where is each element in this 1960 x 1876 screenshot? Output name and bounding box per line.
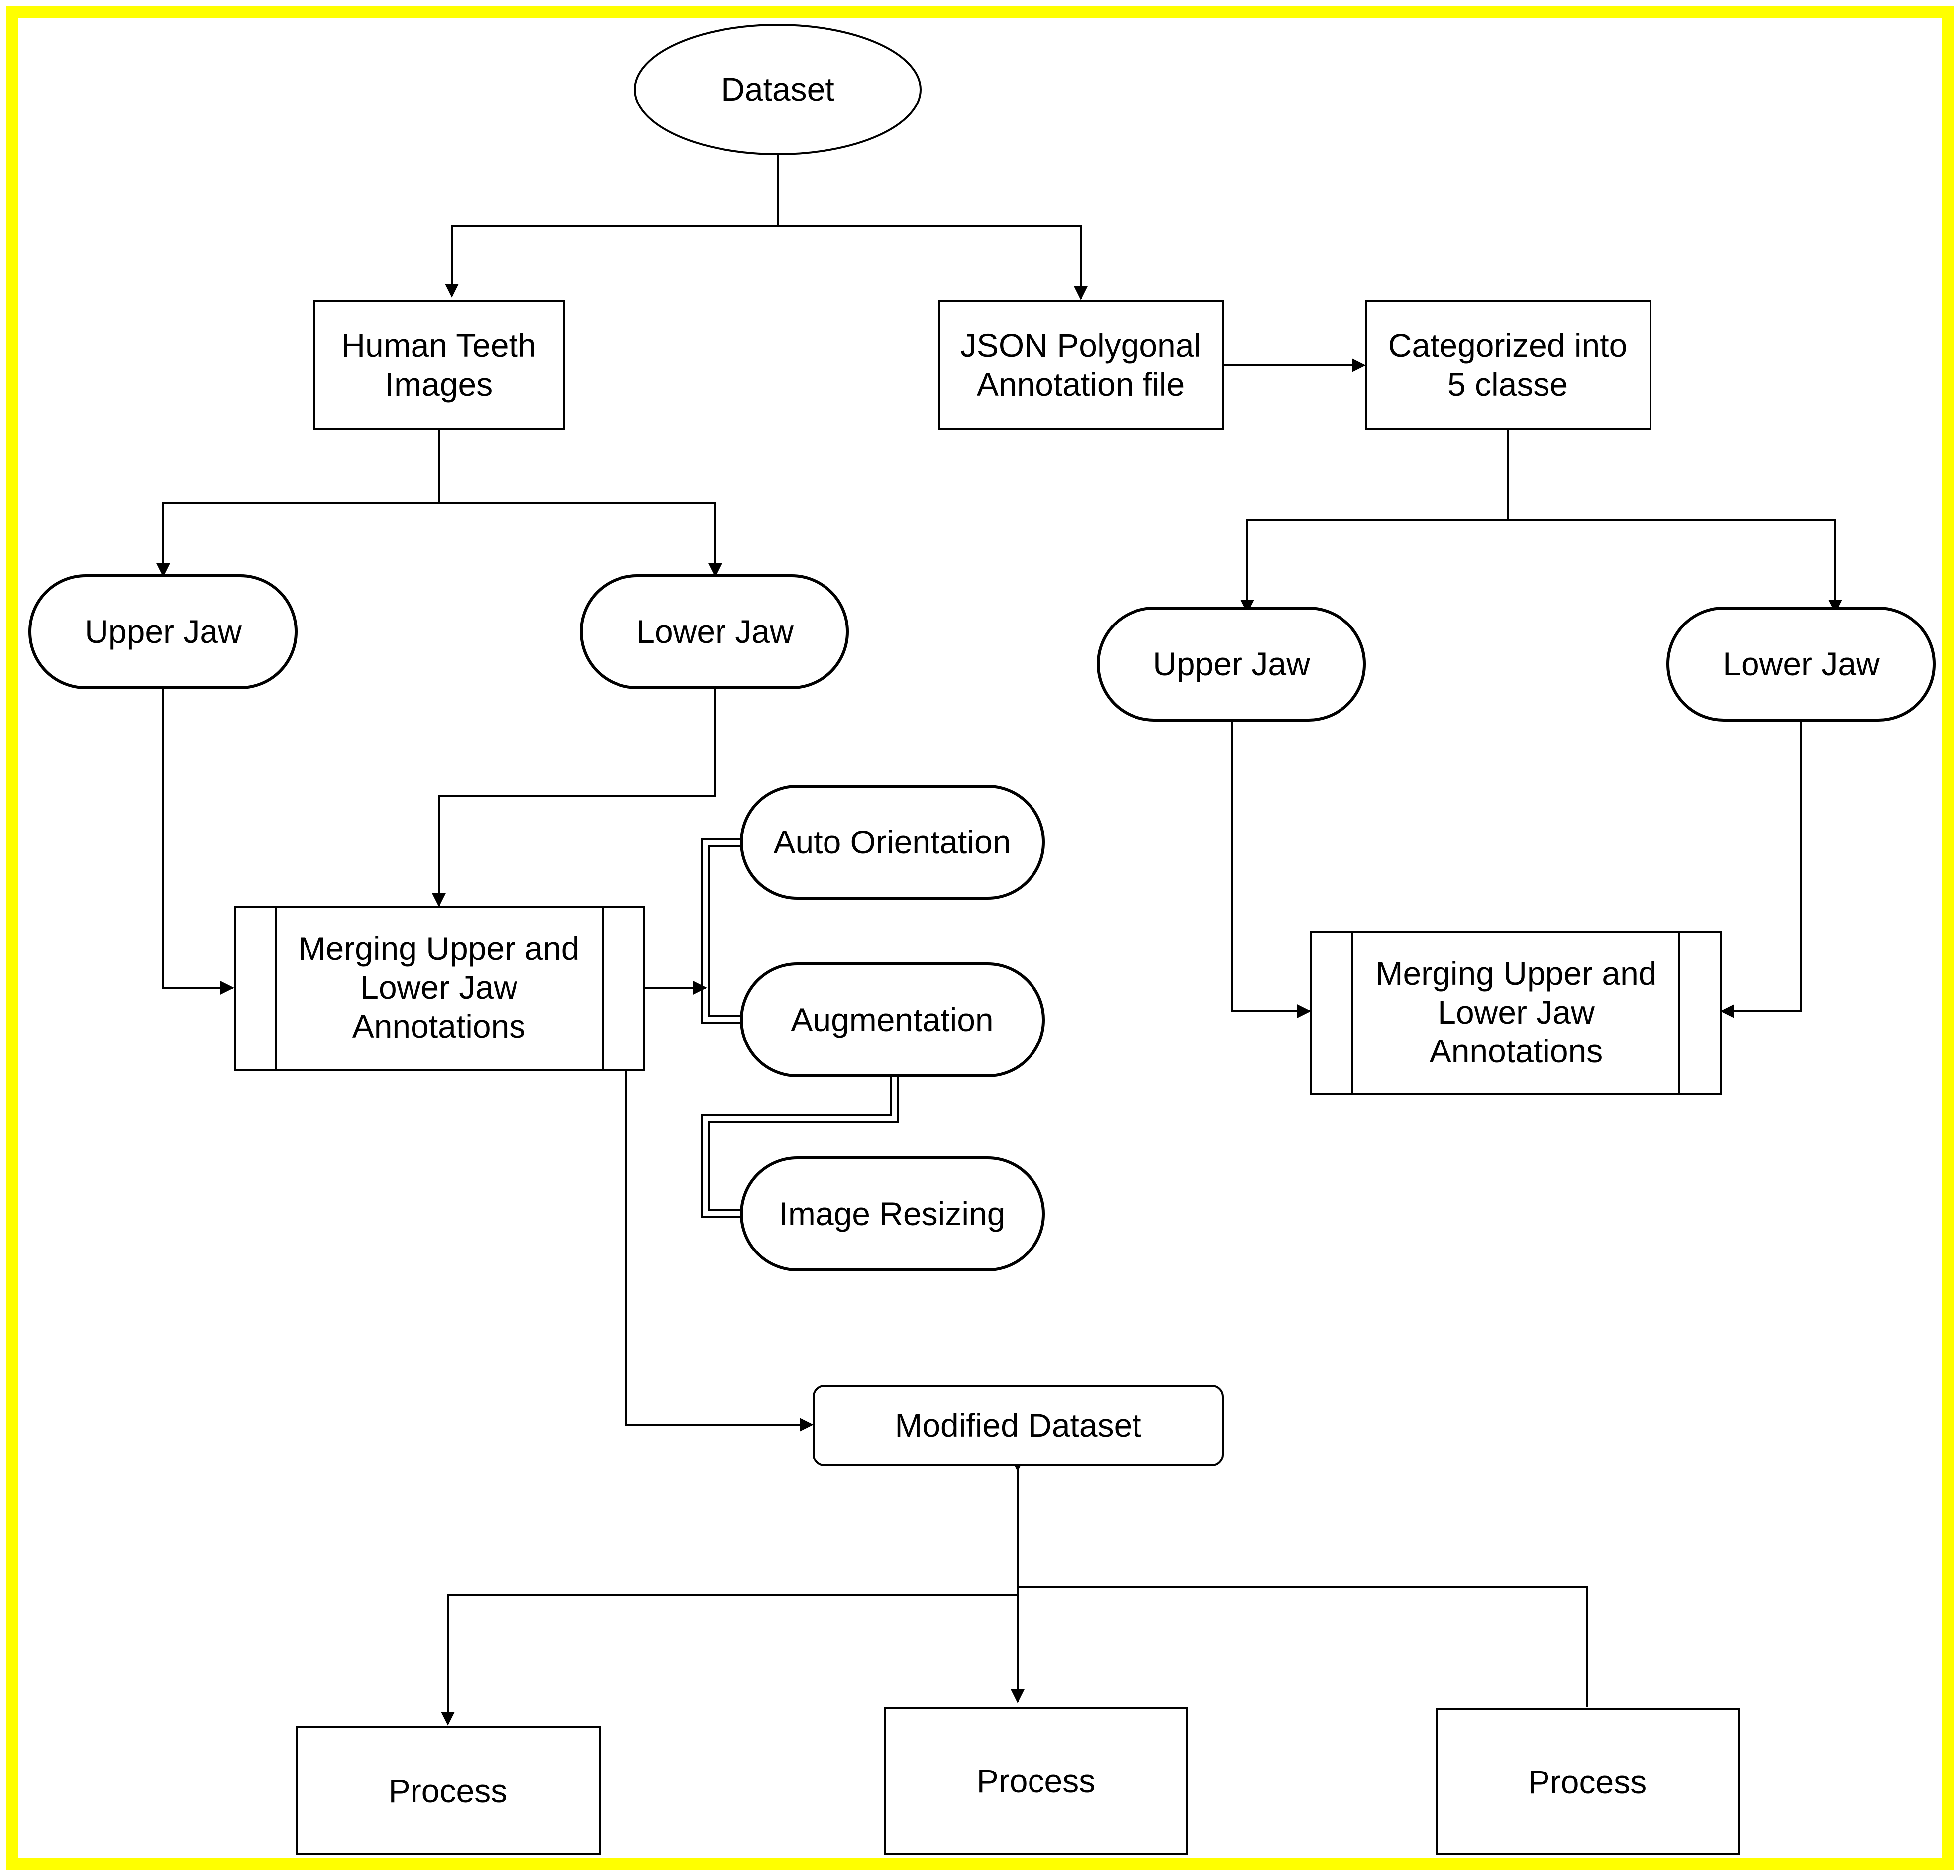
dataset-ellipse xyxy=(634,24,922,155)
human-teeth-line: Human Teeth xyxy=(341,327,536,364)
connector-from-process-3 xyxy=(1018,1586,1588,1707)
process-1-line: Process xyxy=(389,1772,507,1809)
augmentation-pill xyxy=(740,962,1045,1077)
merge-left-box xyxy=(234,906,645,1071)
image-resizing-pill xyxy=(740,1156,1045,1271)
dataset-label: Dataset xyxy=(721,71,834,107)
json-annotation-line: Annotation file xyxy=(977,366,1185,403)
merge-right-line: Lower Jaw xyxy=(1438,994,1595,1031)
auto-orientation-pill xyxy=(740,785,1045,900)
process-3-label: Process xyxy=(1528,1764,1647,1800)
connector-to-upper-jaw-left xyxy=(156,502,439,577)
connector-to-lower-jaw-left xyxy=(439,502,722,577)
upper-jaw-right-line: Upper Jaw xyxy=(1153,645,1310,682)
auto-orientation-label: Auto Orientation xyxy=(774,824,1011,860)
modified-dataset-line: Modified Dataset xyxy=(895,1407,1141,1444)
dataset-line: Dataset xyxy=(721,71,834,107)
connector-to-process-1 xyxy=(441,1594,1018,1726)
modified-dataset-label: Modified Dataset xyxy=(895,1407,1141,1444)
connector-upper-right-to-merge xyxy=(1231,720,1311,1018)
upper-jaw-left-label: Upper Jaw xyxy=(85,613,242,650)
lower-jaw-left-label: Lower Jaw xyxy=(636,613,794,650)
lower-jaw-right-label: Lower Jaw xyxy=(1723,645,1880,682)
json-annotation-box xyxy=(938,300,1224,430)
process-2-line: Process xyxy=(977,1763,1095,1799)
categorized-line: 5 classe xyxy=(1447,366,1568,403)
process-3-line: Process xyxy=(1528,1764,1647,1800)
merge-left-line: Merging Upper and xyxy=(299,930,580,967)
connector-merge-to-modified-dataset xyxy=(625,1070,814,1432)
merge-right-box xyxy=(1310,931,1722,1095)
preprocessing-bracket xyxy=(701,838,899,1218)
connector-to-upper-jaw-right xyxy=(1240,519,1508,614)
process-1-box xyxy=(296,1726,601,1855)
lower-jaw-right-line: Lower Jaw xyxy=(1723,645,1880,682)
connector-lower-left-to-merge xyxy=(432,688,716,907)
lower-jaw-left-pill xyxy=(580,574,849,689)
image-resizing-label: Image Resizing xyxy=(779,1195,1006,1232)
json-annotation-line: JSON Polygonal xyxy=(960,327,1201,364)
connector-to-lower-jaw-right xyxy=(1508,519,1842,614)
merge-left-line: Lower Jaw xyxy=(360,969,517,1006)
categorized-box xyxy=(1365,300,1651,430)
categorized-line: Categorized into xyxy=(1388,327,1628,364)
lower-jaw-right-pill xyxy=(1666,607,1936,722)
human-teeth-line: Images xyxy=(385,366,493,403)
upper-jaw-left-line: Upper Jaw xyxy=(85,613,242,650)
process-2-box xyxy=(884,1707,1188,1855)
connector-upper-left-to-merge xyxy=(162,688,234,995)
process-2-label: Process xyxy=(977,1763,1095,1799)
connector-dataset-to-human-teeth xyxy=(445,225,778,298)
image-resizing-line: Image Resizing xyxy=(779,1195,1006,1232)
lower-jaw-left-line: Lower Jaw xyxy=(636,613,794,650)
upper-jaw-right-label: Upper Jaw xyxy=(1153,645,1310,682)
process-3-box xyxy=(1436,1708,1740,1855)
upper-jaw-left-pill xyxy=(28,574,298,689)
merge-right-line: Merging Upper and xyxy=(1376,955,1657,992)
auto-orientation-line: Auto Orientation xyxy=(774,824,1011,860)
connectors xyxy=(156,154,1842,1726)
human-teeth-box xyxy=(313,300,565,430)
process-1-label: Process xyxy=(389,1772,507,1809)
augmentation-line: Augmentation xyxy=(791,1001,993,1038)
augmentation-label: Augmentation xyxy=(791,1001,993,1038)
upper-jaw-right-pill xyxy=(1097,607,1366,722)
merge-right-line: Annotations xyxy=(1430,1033,1603,1069)
modified-dataset-box xyxy=(813,1385,1224,1466)
connector-lower-right-to-merge xyxy=(1720,720,1802,1018)
merge-left-line: Annotations xyxy=(352,1008,526,1044)
connector-dataset-to-json xyxy=(778,225,1088,300)
